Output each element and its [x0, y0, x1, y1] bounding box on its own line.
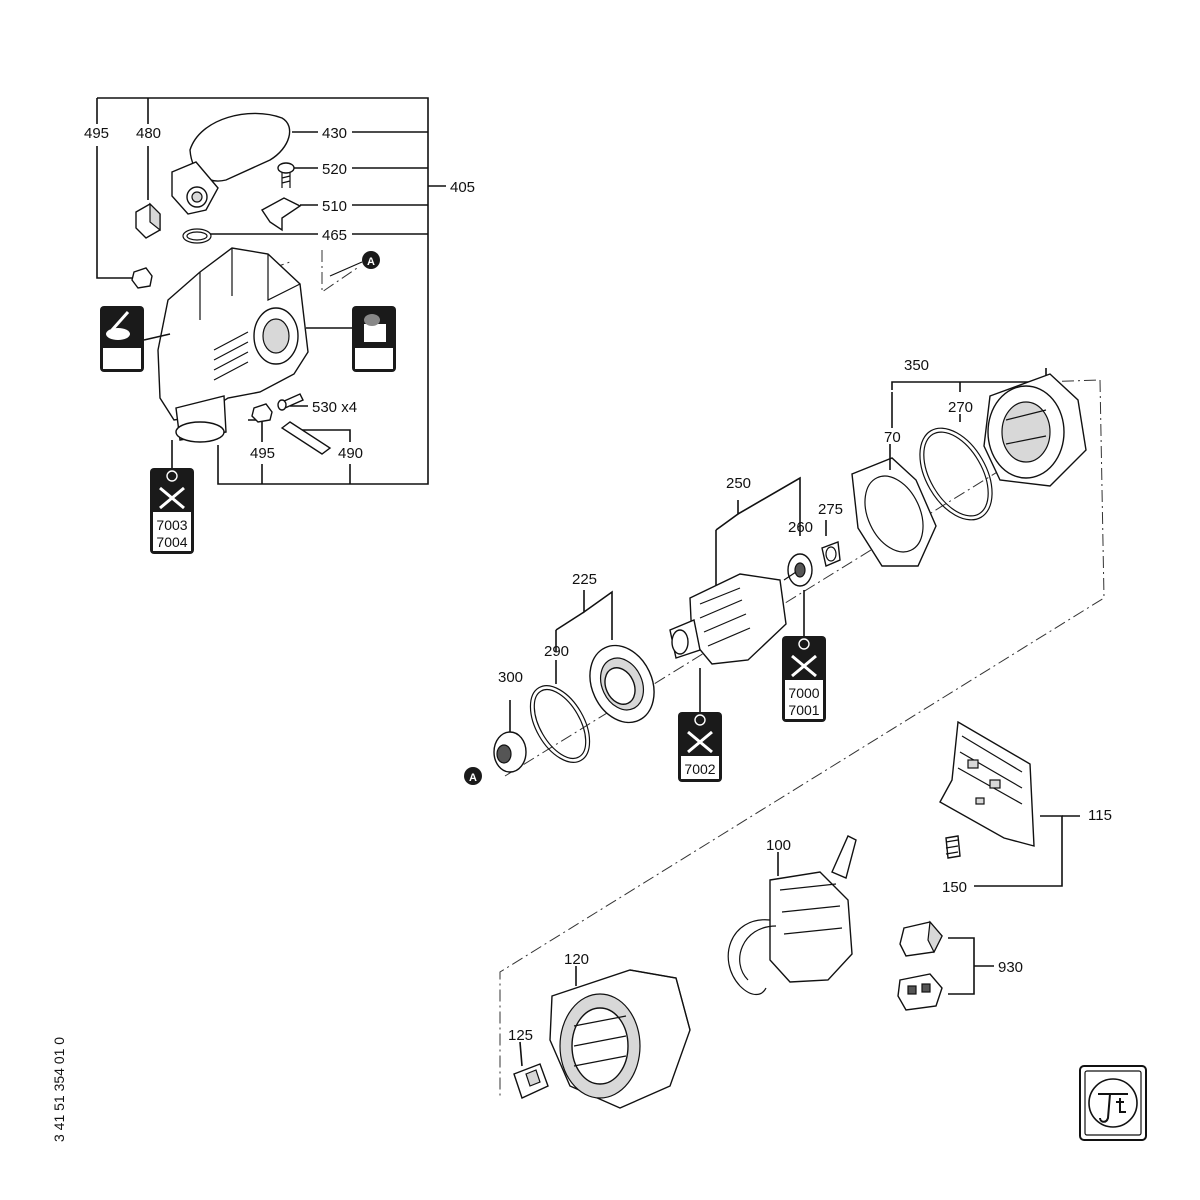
- label-150: 150: [942, 879, 967, 896]
- label-115: 115: [1088, 807, 1112, 824]
- wrench-screwdriver-icon-7003: [150, 440, 194, 554]
- bracket-250-group: [715, 476, 827, 592]
- marker-a-top-label: A: [367, 256, 375, 268]
- label-405: 405: [450, 179, 475, 196]
- wave-washer-part-275: [821, 541, 841, 567]
- field-stator-part-350: [983, 373, 1087, 487]
- bushing-part-480: [135, 202, 161, 239]
- grease-brush-icon: [100, 306, 171, 372]
- label-465: 465: [322, 227, 347, 244]
- icon-num-7000: 7000: [788, 685, 819, 701]
- small-bushing-part-495a: [131, 267, 153, 289]
- label-510: 510: [322, 198, 347, 215]
- label-480: 480: [136, 125, 161, 142]
- label-260: 260: [788, 519, 813, 536]
- switch-harness-part-100: [727, 835, 857, 996]
- label-520: 520: [322, 161, 347, 178]
- assembly-axis-lines: [209, 250, 1105, 1098]
- reference-marker-a-top: [329, 251, 380, 277]
- part-labels: 495 480 430 520 510 465 405 530 x4 495 4…: [84, 125, 1112, 1044]
- o-ring-part-270: [919, 427, 993, 521]
- sealant-icon: [306, 306, 396, 372]
- leader-lines: [519, 444, 891, 1067]
- drawing-number: 3 41 51 354 01 0: [51, 1037, 67, 1142]
- label-350: 350: [904, 357, 929, 374]
- label-250: 250: [726, 475, 751, 492]
- gear-housing-part: [157, 247, 309, 443]
- label-100: 100: [766, 837, 791, 854]
- small-bushing-part-495b: [251, 403, 273, 423]
- tool-icon-numbers: 7003 7004 7002 7000 7001: [156, 517, 819, 777]
- screw-part-520: [277, 162, 295, 188]
- paddle-lever-part: [171, 112, 291, 215]
- o-ring-part-290: [529, 685, 591, 763]
- label-70: 70: [884, 429, 901, 446]
- icon-num-7002: 7002: [684, 761, 715, 777]
- pin-part-490: [280, 421, 332, 455]
- label-430: 430: [322, 125, 347, 142]
- bracket-930-group: [948, 937, 994, 995]
- label-225: 225: [572, 571, 597, 588]
- bracket-405-group: [96, 97, 446, 485]
- armature-rotor-part-250: [669, 571, 797, 665]
- wrench-screwdriver-icon-7002: [678, 668, 722, 782]
- label-930: 930: [998, 959, 1023, 976]
- icon-num-7003: 7003: [156, 517, 187, 533]
- icon-num-7004: 7004: [156, 534, 187, 550]
- bearing-part-300: [493, 700, 527, 773]
- spring-part-150: [945, 835, 961, 859]
- screw-part-530: [277, 393, 304, 411]
- carbon-brush-part-930: [897, 920, 943, 1011]
- label-120: 120: [564, 951, 589, 968]
- label-490: 490: [338, 445, 363, 462]
- label-275: 275: [818, 501, 843, 518]
- label-530: 530 x4: [312, 399, 357, 416]
- label-495-bottom: 495: [250, 445, 275, 462]
- reference-marker-a-bottom: [464, 767, 482, 785]
- label-495-top: 495: [84, 125, 109, 142]
- retaining-ring-part-465: [182, 228, 212, 244]
- marker-a-bottom-label: A: [469, 772, 477, 784]
- fan-ring-part-70: [851, 457, 937, 567]
- label-300: 300: [498, 669, 523, 686]
- bearing-holder-part-225: [589, 644, 655, 724]
- icon-num-7001: 7001: [788, 702, 819, 718]
- bracket-115-group: [974, 815, 1080, 887]
- label-270: 270: [948, 399, 973, 416]
- spring-clip-part-510: [260, 197, 302, 232]
- label-125: 125: [508, 1027, 533, 1044]
- motor-housing-part-120: [549, 969, 691, 1109]
- cover-plate-part-125: [513, 1063, 549, 1099]
- fein-logo: [1079, 1065, 1147, 1141]
- bracket-225-group: [555, 590, 613, 684]
- wrench-screwdriver-icon-7000: [782, 590, 826, 722]
- electronics-module-part-115: [939, 720, 1035, 847]
- label-290: 290: [544, 643, 569, 660]
- bearing-part-260: [787, 553, 813, 587]
